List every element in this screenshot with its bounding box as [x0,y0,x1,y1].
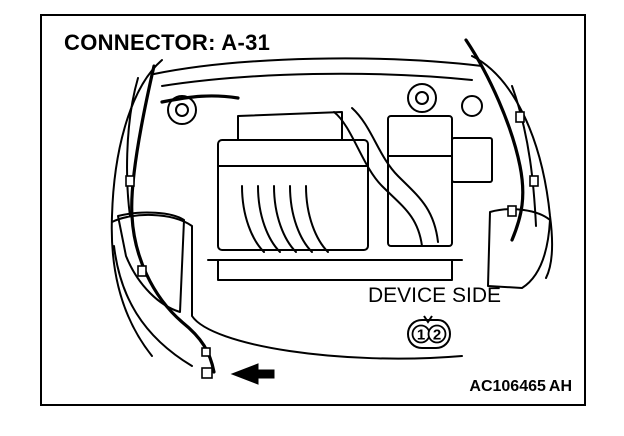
diagram-frame: 1 2 CONNECTOR: A-31 DEVICE SIDE AC106465… [40,14,586,406]
right-reservoir-cap [407,83,437,113]
battery [451,137,493,183]
left-reservoir-cap [167,95,197,125]
front-bumper [111,214,463,360]
left-fender-outline [110,59,163,357]
left-wiring-harness [130,64,216,374]
diagram-title: CONNECTOR: A-31 [64,30,271,55]
device-side-label: DEVICE SIDE [368,284,502,307]
air-cleaner [387,115,453,247]
left-fender-inner [126,77,139,217]
pin-1-label: 1 [417,327,425,344]
right-fender-outline [471,55,554,279]
target-connector [201,367,213,379]
right-fender-inner [511,85,537,227]
intake-hose [333,111,423,247]
engine-bay-illustration: 1 2 [110,38,554,385]
figure-code-suffix: AH [548,378,572,395]
engine-block [217,139,369,251]
pin-2-label: 2 [433,327,441,344]
figure-code-number: AC106465 [469,378,546,395]
cowl-line [153,57,483,75]
left-headlamp [117,211,185,313]
right-wiring-harness [464,38,525,242]
location-arrow [230,363,275,385]
